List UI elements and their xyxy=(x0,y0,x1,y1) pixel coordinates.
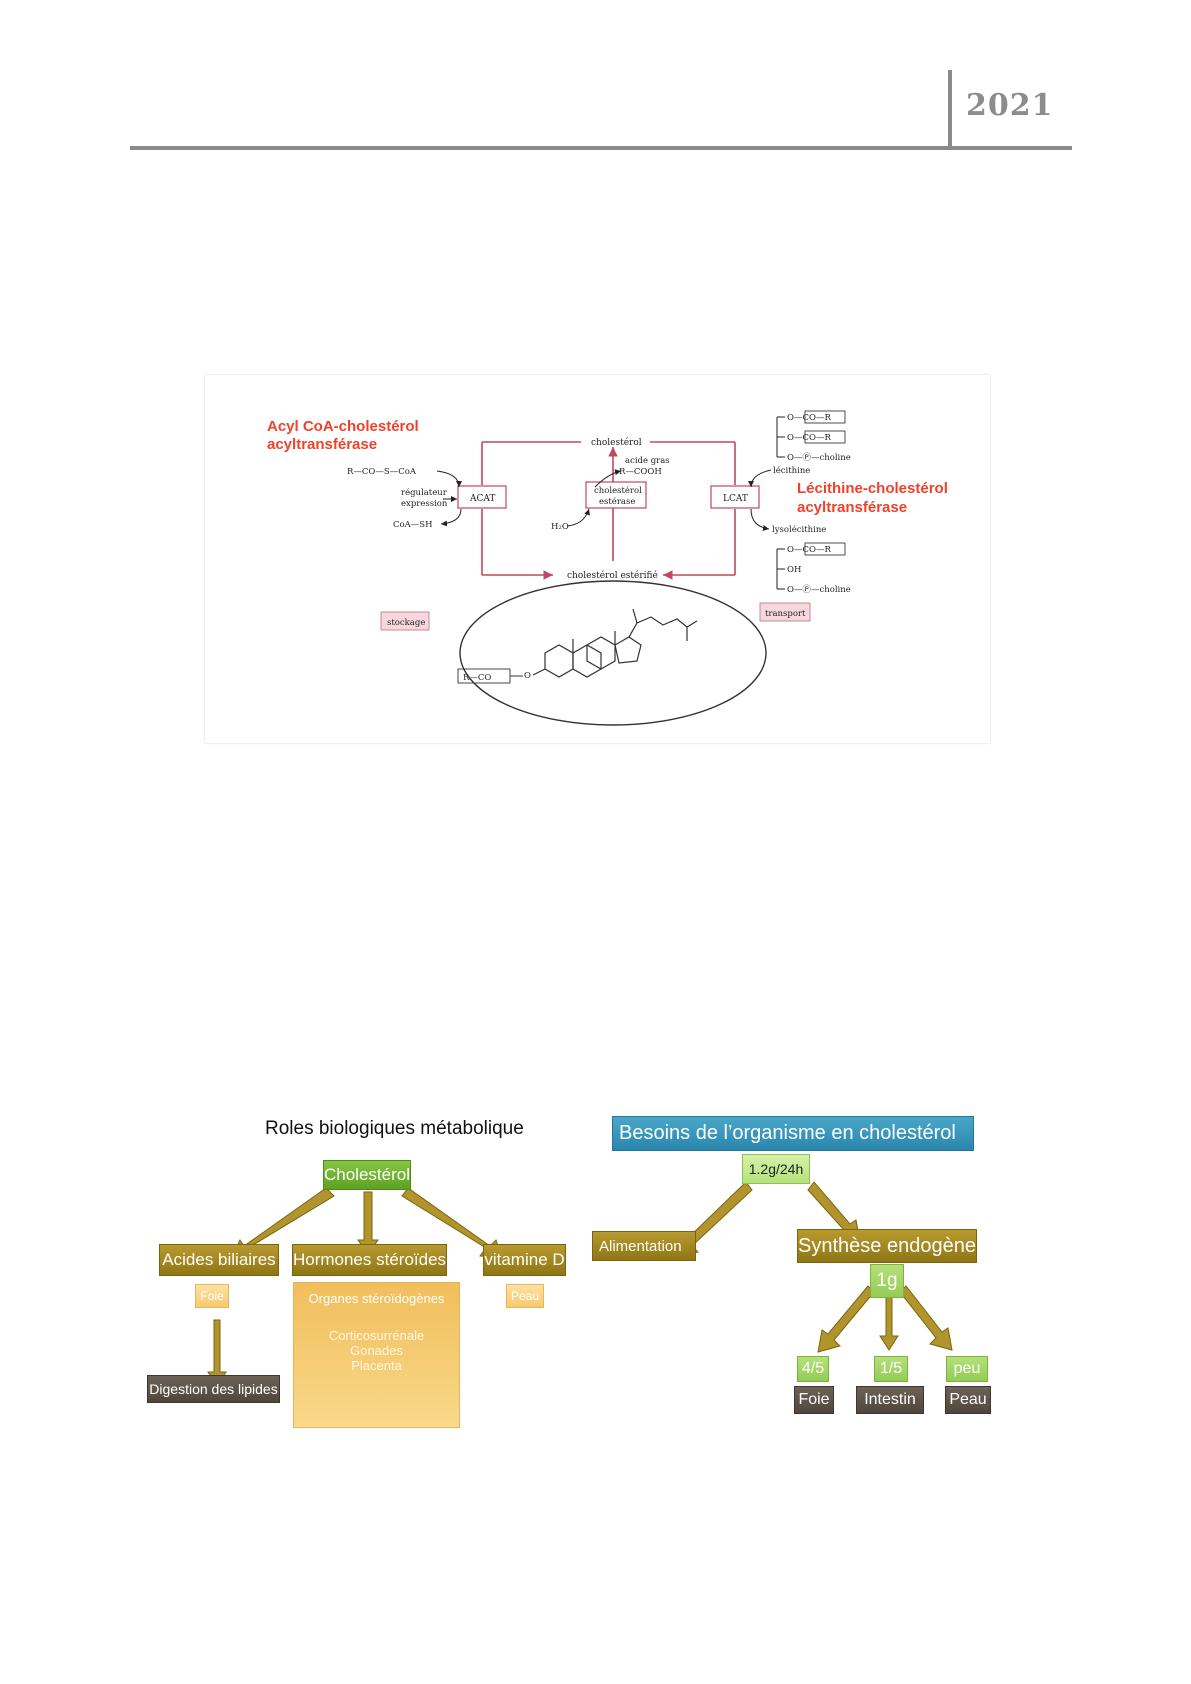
regulateur-line1: régulateur xyxy=(401,487,448,498)
header-rule xyxy=(130,146,1072,150)
lcat-title-line2: acyltransférase xyxy=(797,499,907,516)
besoins-title: Besoins de l’organisme en cholestérol xyxy=(612,1116,974,1151)
acat-title-line2: acyltransférase xyxy=(267,436,377,453)
acyl-coa-label: R—CO—S—CoA xyxy=(347,467,417,477)
cholesterol-root-box: Cholestérol xyxy=(323,1160,411,1190)
organes-item: Gonades xyxy=(350,1343,403,1358)
lyso-r3: O—Ⓟ—choline xyxy=(787,585,851,595)
esterase-line2: estérase xyxy=(599,496,635,507)
organ-foie: Foie xyxy=(794,1386,834,1414)
acat-title-line1: Acyl CoA-cholestérol xyxy=(267,418,419,435)
cholesterol-label: cholestérol xyxy=(591,437,642,448)
organ-intestin: Intestin xyxy=(856,1386,924,1414)
acides-biliaires-box: Acides biliaires xyxy=(159,1244,279,1276)
svg-text:O: O xyxy=(524,671,531,681)
stockage-tag xyxy=(380,611,430,631)
digestion-lipides-box: Digestion des lipides xyxy=(147,1375,280,1403)
peau-tag: Peau xyxy=(506,1284,544,1308)
acide-gras-line1: acide gras xyxy=(625,456,670,466)
header-year: 2021 xyxy=(966,88,1054,123)
organes-panel: Organes stéroïdogènes Corticosurrénale G… xyxy=(293,1282,460,1428)
transport-label: transport xyxy=(765,609,806,619)
alimentation-box: Alimentation xyxy=(592,1231,696,1261)
acide-gras-line2: R—COOH xyxy=(619,467,662,477)
hormones-steroides-box: Hormones stéroïdes xyxy=(292,1244,447,1276)
acat-box xyxy=(457,485,507,509)
fraction-peau: peu xyxy=(946,1356,988,1382)
organes-title: Organes stéroïdogènes xyxy=(308,1291,445,1306)
lysolecithine-label: lysolécithine xyxy=(772,524,826,535)
transport-tag xyxy=(759,602,811,622)
organes-item: Placenta xyxy=(351,1358,402,1373)
foie-tag: Foie xyxy=(195,1284,229,1308)
synthese-qty-box: 1g xyxy=(870,1264,904,1298)
esterification-diagram: Acyl CoA-cholestérol acyltransférase Léc… xyxy=(267,410,948,726)
h2o-label: H₂O xyxy=(551,522,569,532)
lec-r3: O—Ⓟ—choline xyxy=(787,453,851,463)
synthese-endogene-box: Synthèse endogène xyxy=(797,1229,977,1263)
cholesteryl-ester-structure xyxy=(532,608,698,678)
ester-group-label: R—CO xyxy=(463,673,491,683)
lcat-label: LCAT xyxy=(723,494,748,504)
cholesterol-esterifie-label: cholestérol estérifié xyxy=(567,570,658,581)
regulateur-line2: expression xyxy=(401,499,448,509)
daily-need-box: 1.2g/24h xyxy=(742,1154,810,1184)
fraction-foie: 4/5 xyxy=(797,1356,829,1382)
stockage-label: stockage xyxy=(387,618,425,628)
lcat-box xyxy=(710,485,760,509)
lipid-droplet-ellipse xyxy=(459,580,767,726)
header-vertical-rule xyxy=(948,70,952,148)
roles-title: Roles biologiques métabolique xyxy=(265,1118,524,1139)
vitamine-d-box: vitamine D xyxy=(483,1244,566,1276)
lcat-title-line1: Lécithine-cholestérol xyxy=(797,480,948,497)
cholesterol-esterification-figure: Acyl CoA-cholestérol acyltransférase Léc… xyxy=(205,375,990,743)
fraction-intestin: 1/5 xyxy=(874,1356,908,1382)
lecithine-label: lécithine xyxy=(773,465,810,476)
lec-r2: O—CO—R xyxy=(787,433,831,443)
arrow-to-intestin xyxy=(879,1291,899,1351)
organ-peau: Peau xyxy=(945,1386,991,1414)
acat-label: ACAT xyxy=(469,494,495,504)
arrow-to-peau xyxy=(899,1285,953,1351)
lyso-r1: O—CO—R xyxy=(787,545,831,555)
lec-r1: O—CO—R xyxy=(787,413,831,423)
coa-sh-label: CoA—SH xyxy=(393,520,433,530)
organes-item: Corticosurrénale xyxy=(328,1328,425,1343)
esterase-line1: cholestérol xyxy=(594,485,642,496)
lyso-r2: OH xyxy=(787,565,801,575)
arrow-to-foie xyxy=(817,1285,875,1353)
